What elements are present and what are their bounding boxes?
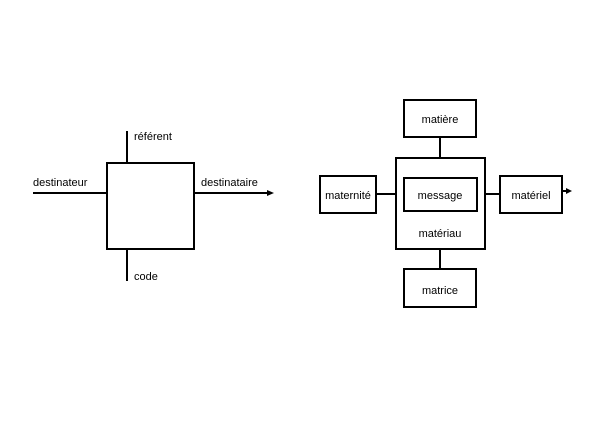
right-diagram — [319, 99, 566, 308]
matrice-label: matrice — [422, 285, 458, 297]
matiere-label: matière — [422, 114, 459, 126]
destinateur-label: destinateur — [33, 177, 88, 189]
destinataire-label: destinataire — [201, 177, 258, 189]
maternite-label: maternité — [325, 190, 371, 202]
left-diagram — [33, 131, 268, 281]
message-label: message — [418, 190, 463, 202]
code-label: code — [134, 271, 158, 283]
materiel-label: matériel — [511, 190, 550, 202]
materiau-label: matériau — [419, 228, 462, 240]
referent-label: référent — [134, 131, 172, 143]
central-box — [106, 162, 195, 250]
materiel-arrowhead — [566, 188, 572, 194]
destinataire-arrowhead — [267, 190, 274, 196]
message-box — [403, 177, 478, 212]
